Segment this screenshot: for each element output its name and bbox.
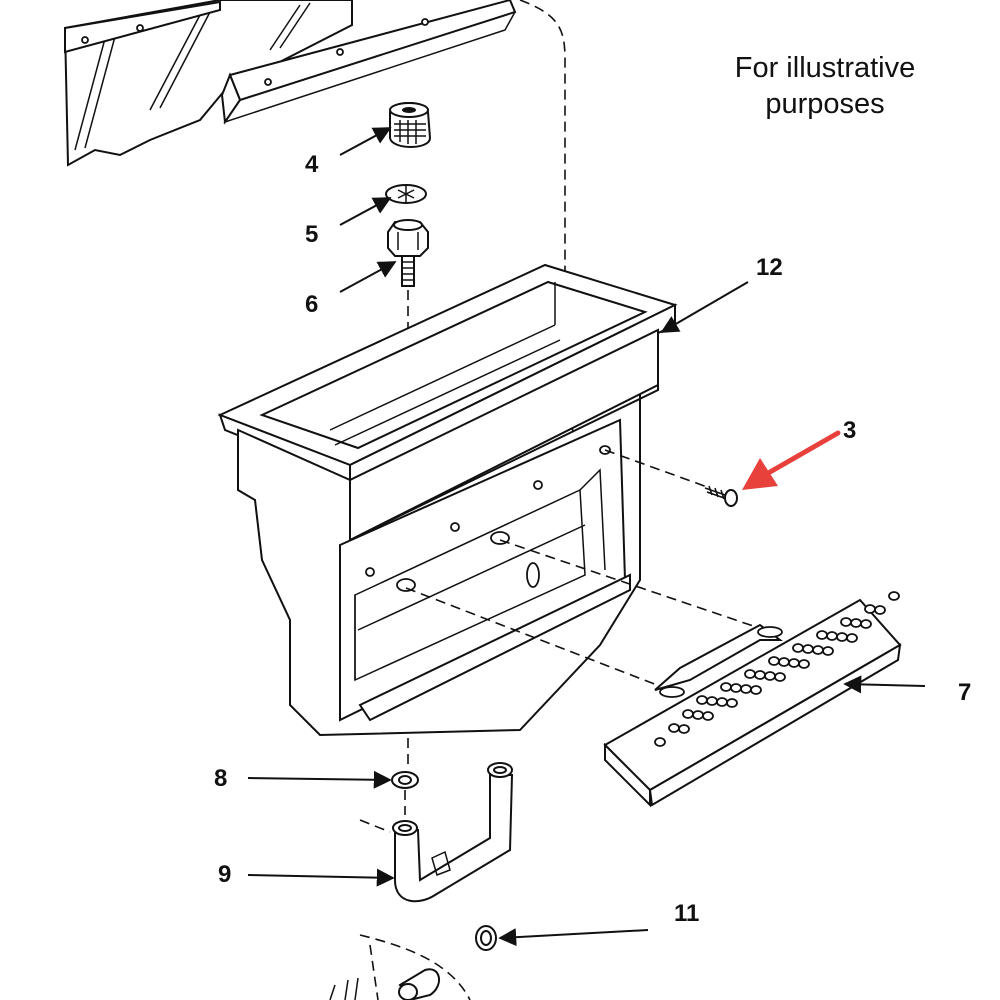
tray-perforation bbox=[726, 698, 738, 708]
part-8-o-ring bbox=[391, 771, 419, 789]
tray-perforation bbox=[836, 632, 848, 642]
tray-perforation bbox=[768, 656, 780, 666]
part-9-u-tube bbox=[359, 762, 514, 903]
tray-perforation bbox=[788, 658, 800, 668]
tray-perforation bbox=[816, 630, 828, 640]
tray-perforation bbox=[860, 619, 872, 629]
tray-perforation bbox=[654, 737, 666, 747]
glass-panel bbox=[63, 0, 353, 167]
tray-perforation bbox=[774, 672, 786, 682]
tray-perforation bbox=[668, 723, 680, 733]
tray-perforation bbox=[692, 710, 704, 720]
label-part-4: 4 bbox=[305, 151, 319, 178]
part-12-bin bbox=[217, 263, 678, 737]
tray-perforation bbox=[812, 645, 824, 655]
tray-perforation bbox=[778, 657, 790, 667]
callout-labels: 3 4 5 6 12 7 8 9 11 bbox=[214, 151, 971, 927]
note-line-2: purposes bbox=[765, 88, 885, 120]
tray-perforation bbox=[840, 617, 852, 627]
label-part-12: 12 bbox=[756, 254, 783, 281]
tray-perforation bbox=[716, 697, 728, 707]
part-11-ring bbox=[475, 925, 497, 951]
label-part-8: 8 bbox=[214, 765, 227, 792]
tray-perforation bbox=[740, 684, 752, 694]
tray-perforation bbox=[730, 683, 742, 693]
alignment-line-3 bbox=[604, 449, 711, 489]
tray-perforation bbox=[826, 631, 838, 641]
highlight-arrow-icon bbox=[742, 430, 841, 490]
tray-perforation bbox=[822, 646, 834, 656]
note-line-1: For illustrative bbox=[734, 52, 916, 84]
label-part-3: 3 bbox=[843, 417, 856, 444]
tray-perforation bbox=[864, 604, 876, 614]
tray-perforation bbox=[754, 670, 766, 680]
part-3-screw bbox=[704, 485, 738, 507]
part-4-cap bbox=[389, 102, 432, 148]
part-5-washer bbox=[385, 184, 427, 204]
part-7-perforated-tray bbox=[603, 591, 902, 808]
bottom-fittings bbox=[329, 934, 471, 1000]
tray-perforation bbox=[792, 643, 804, 653]
label-part-7: 7 bbox=[958, 679, 971, 706]
tray-perforation bbox=[874, 605, 886, 615]
label-part-5: 5 bbox=[305, 221, 318, 248]
tray-perforation bbox=[802, 644, 814, 654]
tray-perforation bbox=[696, 695, 708, 705]
tray-perforation bbox=[764, 671, 776, 681]
part-6-fitting bbox=[387, 219, 429, 287]
tray-perforation bbox=[720, 682, 732, 692]
label-part-6: 6 bbox=[305, 291, 318, 318]
alignment-line-7a bbox=[499, 539, 766, 631]
tray-perforation bbox=[850, 618, 862, 628]
tray-perforation bbox=[798, 659, 810, 669]
tray-perforation bbox=[682, 709, 694, 719]
label-part-9: 9 bbox=[218, 861, 231, 888]
tray-perforation bbox=[750, 685, 762, 695]
illustrative-note: For illustrative purposes bbox=[700, 50, 950, 122]
tray-perforation bbox=[678, 724, 690, 734]
callout-arrows bbox=[247, 127, 926, 947]
tray-perforation bbox=[702, 711, 714, 721]
tray-perforation bbox=[744, 669, 756, 679]
tray-perforation bbox=[706, 696, 718, 706]
tray-perforation bbox=[888, 591, 900, 601]
top-rail bbox=[220, 0, 517, 125]
tray-perforation bbox=[846, 633, 858, 643]
label-part-11: 11 bbox=[674, 900, 699, 927]
